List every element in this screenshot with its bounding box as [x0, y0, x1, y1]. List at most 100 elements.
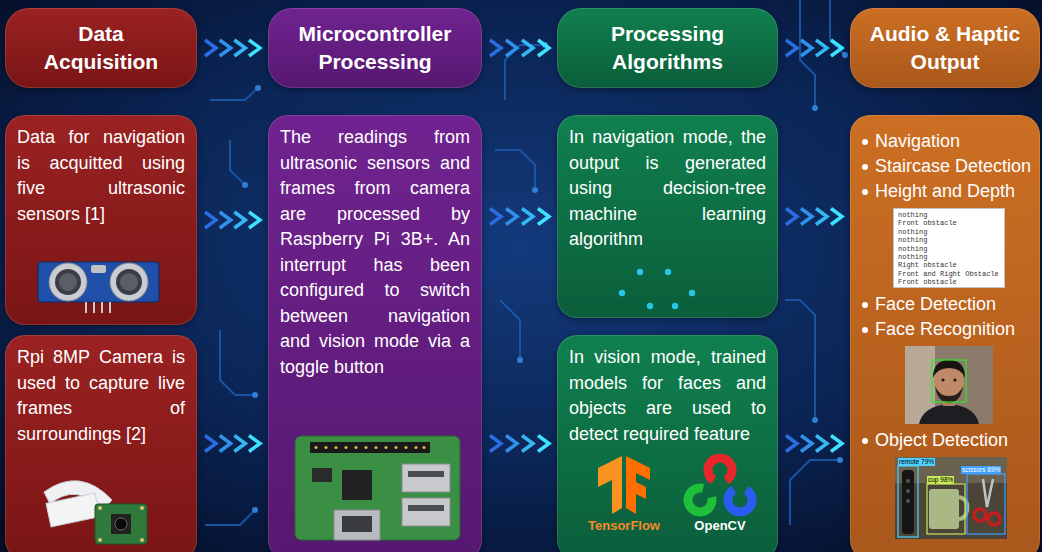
chevron-arrow: [205, 40, 260, 56]
drawing-part: [987, 479, 993, 507]
drawing-part: [91, 265, 106, 273]
drawing-part: [906, 489, 910, 493]
item-text: Navigation: [875, 129, 960, 154]
drawing-part: [404, 446, 407, 449]
drawing-part: [898, 466, 918, 537]
drawing-part: [40, 470, 160, 548]
console-screenshot: nothing Front obstacle nothing nothing n…: [893, 208, 1005, 288]
column-header: Data Acquisition: [5, 8, 197, 88]
drawing-part: [967, 474, 1005, 534]
drawing-part: [703, 454, 736, 487]
drawing-part: [927, 484, 965, 534]
drawing-part: [230, 140, 245, 185]
drawing-part: [140, 506, 144, 510]
chevron: [249, 40, 260, 56]
bullet-dot: [862, 164, 868, 170]
chevron: [538, 40, 549, 56]
chevron-arrow: [786, 436, 842, 452]
drawing-part: [109, 302, 111, 313]
list-item: Navigation: [860, 129, 1032, 154]
drawing-part: [95, 504, 147, 544]
chevron: [831, 436, 842, 452]
drawing-part: [414, 446, 417, 449]
drawing-part: [723, 483, 756, 516]
list-item: Object Detection: [860, 428, 1032, 453]
drawing-part: [790, 460, 840, 525]
drawing-part: [116, 269, 142, 295]
chevron: [506, 209, 517, 225]
ultrasonic-sensor-picture: [36, 256, 161, 314]
drawing-part: [619, 290, 625, 296]
drawing-part: [665, 269, 671, 275]
drawing-part: [895, 457, 1007, 539]
drawing-part: [953, 378, 956, 381]
drawing-part: [140, 538, 144, 542]
drawing-part: [93, 302, 95, 313]
raspberry-pi-picture: [290, 424, 465, 546]
body-text: Data for navigation is acquitted using f…: [17, 125, 185, 227]
drawing-part: [941, 378, 944, 381]
drawing-part: [242, 182, 248, 188]
drawing-part: [374, 446, 377, 449]
drawing-part: [334, 510, 380, 540]
column-header: Audio & Haptic Output: [850, 8, 1040, 88]
drawing-part: [422, 446, 425, 449]
list-item: Face Recognition: [860, 317, 1032, 342]
drawing-part: [36, 256, 161, 314]
console-line: Front obstacle: [898, 278, 1000, 286]
drawing-part: [983, 479, 987, 507]
column-header: Processing Algorithms: [557, 8, 778, 88]
chevron: [801, 209, 812, 225]
drawing-part: [842, 52, 848, 58]
drawing-part: [55, 269, 81, 295]
drawing-part: [342, 470, 372, 500]
drawing-part: [935, 386, 963, 403]
drawing-part: [626, 456, 650, 514]
chevron: [490, 436, 501, 452]
drawing-part: [314, 446, 317, 449]
drawing-part: [672, 303, 678, 309]
drawing-part: [220, 330, 255, 395]
chevron: [506, 40, 517, 56]
chevron-arrow: [205, 436, 260, 452]
drawing-part: [314, 446, 425, 449]
drawing-part: [86, 302, 110, 313]
drawing-part: [252, 392, 258, 398]
item-text: Staircase Detection: [875, 154, 1031, 179]
console-line: Front and Right Obstacle: [898, 270, 1000, 278]
bullet-dot: [862, 189, 868, 195]
drawing-part: [800, 0, 815, 108]
drawing-part: [906, 479, 910, 483]
chevron: [490, 209, 501, 225]
camera-module-picture: [40, 470, 160, 548]
drawing-part: [974, 509, 986, 521]
list-item: Face Detection: [860, 292, 1032, 317]
drawing-part: [384, 446, 387, 449]
chevron: [522, 40, 533, 56]
chevron: [220, 436, 231, 452]
drawing-part: [933, 360, 965, 378]
drawing-part: [115, 518, 127, 530]
logo-text: OpenCV: [680, 518, 760, 533]
console-line: Right obstacle: [898, 261, 1000, 269]
chevron: [506, 436, 517, 452]
chevron-arrow: [786, 209, 842, 225]
drawing-part: [686, 486, 715, 515]
drawing-part: [312, 468, 332, 482]
drawing-part: [647, 303, 653, 309]
chevron-arrow: [490, 209, 549, 225]
drawing-part: [394, 446, 397, 449]
header-text: Microcontroller Processing: [278, 20, 472, 77]
chevron: [831, 209, 842, 225]
drawing-part: [49, 263, 87, 301]
column-header: Microcontroller Processing: [268, 8, 482, 88]
chevron: [249, 436, 260, 452]
chevron: [786, 40, 797, 56]
drawing-part: [932, 360, 966, 402]
drawing-part: [906, 499, 910, 503]
header-text: Audio & Haptic Output: [860, 20, 1030, 77]
drawing-part: [905, 346, 993, 424]
decision-tree-dots: [612, 262, 712, 312]
chevron: [205, 40, 216, 56]
chevron-arrow: [205, 212, 260, 228]
